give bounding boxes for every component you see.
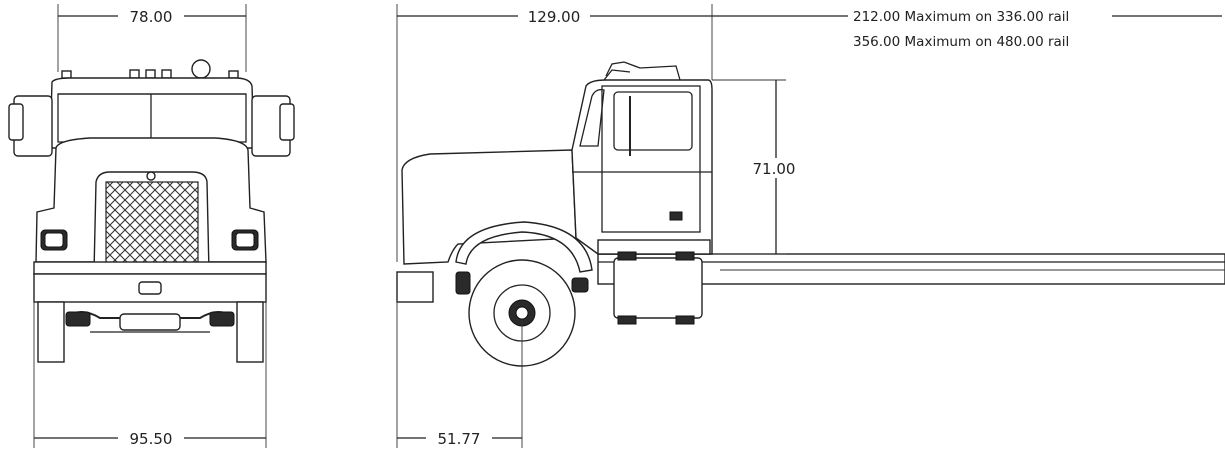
- dimension-overall-width: 95.50: [33, 300, 267, 448]
- front-grille: [93, 171, 210, 273]
- fuel-tank: [613, 251, 703, 325]
- dimension-cab-width: 78.00: [57, 4, 247, 72]
- dimension-cab-to-axle: 212.00 Maximum on 336.00 rail 356.00 Max…: [712, 6, 1222, 50]
- note-max-336-rail: 212.00 Maximum on 336.00 rail: [853, 9, 1069, 25]
- dimension-label-axle-setback: 51.77: [438, 430, 481, 448]
- dimension-cab-height: 71.00: [712, 79, 802, 255]
- dimension-label-cab-width: 78.00: [130, 8, 173, 26]
- dimension-front-axle-setback: 51.77: [396, 300, 523, 448]
- dimension-bumper-to-back-of-cab: 129.00: [397, 6, 712, 26]
- dimension-label-overall-width: 95.50: [130, 430, 173, 448]
- dimension-label-bbc: 129.00: [528, 8, 581, 26]
- note-max-480-rail: 356.00 Maximum on 480.00 rail: [853, 34, 1069, 50]
- front-view: 78.00: [8, 4, 295, 448]
- dimension-label-cab-height: 71.00: [753, 160, 796, 178]
- front-wheel: [468, 259, 576, 367]
- side-view: 129.00 212.00 Maximum on 336.00 rail 356…: [396, 4, 1225, 448]
